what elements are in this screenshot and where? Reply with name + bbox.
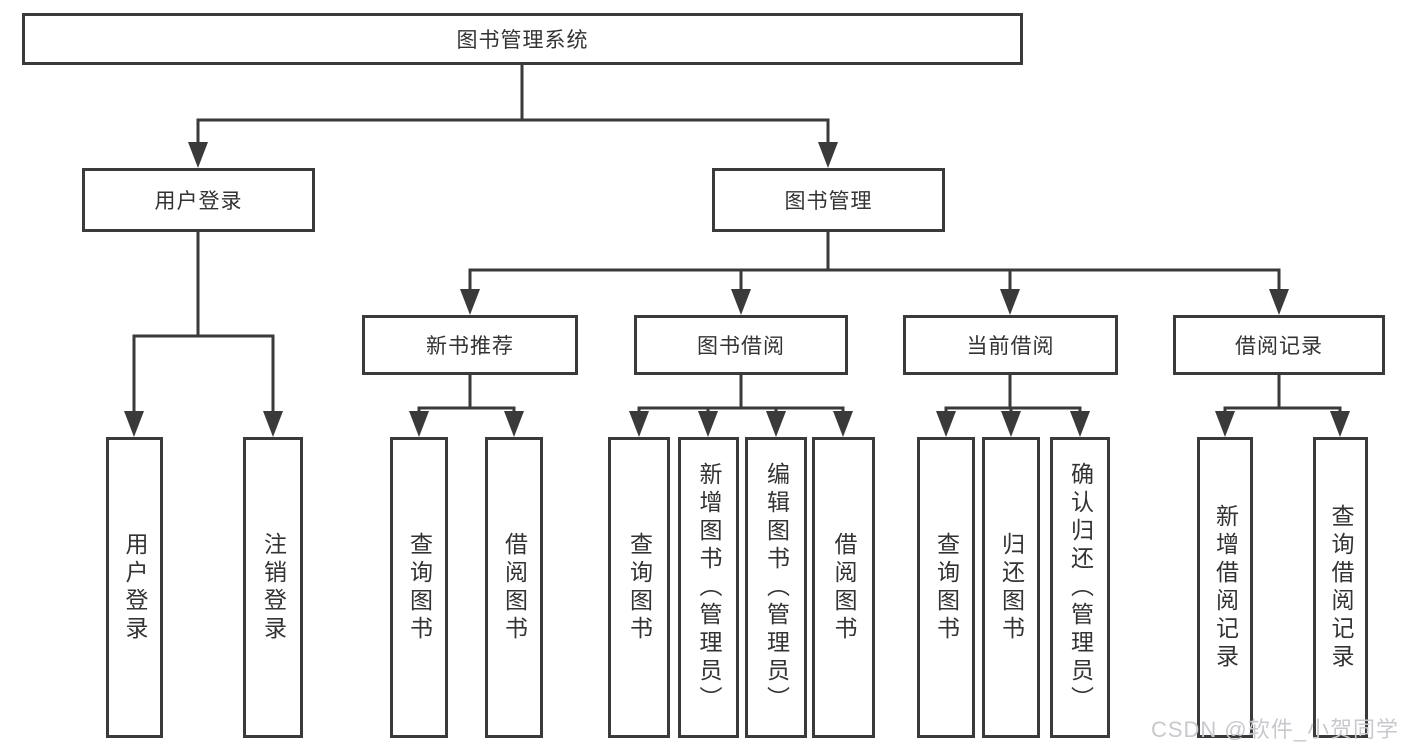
node-label: 图书借阅 — [697, 335, 785, 358]
node-label: 用户登录 — [154, 190, 243, 213]
node-label: 借阅图书 — [501, 531, 528, 644]
node-label: 借阅图书 — [831, 531, 857, 644]
node-label: 新增借阅记录 — [1212, 503, 1239, 672]
node-user-login-group: 用户登录 — [82, 168, 315, 232]
node-new-book-recommend: 新书推荐 — [362, 315, 578, 375]
leaf-query-books-2: 查询图书 — [608, 437, 670, 738]
leaf-add-book-admin: 新增图书（管理员） — [678, 437, 739, 738]
node-current-borrowing: 当前借阅 — [903, 315, 1118, 375]
node-label: 查询借阅记录 — [1328, 503, 1354, 672]
leaf-borrow-books-1: 借阅图书 — [485, 437, 543, 738]
node-label: 查询图书 — [933, 531, 960, 644]
leaf-add-borrow-record: 新增借阅记录 — [1197, 437, 1253, 738]
leaf-user-login: 用户登录 — [106, 437, 163, 738]
csdn-watermark: CSDN @软件_小贺同学 — [1150, 717, 1399, 742]
node-label: 当前借阅 — [966, 335, 1055, 358]
node-label: 归还图书 — [998, 531, 1025, 644]
node-borrow-records: 借阅记录 — [1173, 315, 1385, 375]
leaf-query-books-3: 查询图书 — [917, 437, 975, 738]
node-label: 确认归还（管理员） — [1067, 461, 1094, 714]
node-label: 用户登录 — [122, 531, 148, 644]
node-library-system: 图书管理系统 — [22, 13, 1023, 65]
leaf-borrow-books-2: 借阅图书 — [812, 437, 875, 738]
node-label: 编辑图书（管理员） — [763, 461, 790, 714]
node-label: 新增图书（管理员） — [696, 461, 722, 714]
node-label: 图书管理 — [784, 190, 873, 213]
node-label: 新书推荐 — [426, 335, 514, 358]
node-label: 注销登录 — [260, 531, 287, 644]
leaf-edit-book-admin: 编辑图书（管理员） — [745, 437, 807, 738]
leaf-query-books-1: 查询图书 — [390, 437, 448, 738]
node-book-borrowing: 图书借阅 — [634, 315, 848, 375]
node-label: 图书管理系统 — [456, 29, 589, 52]
leaf-return-books: 归还图书 — [982, 437, 1040, 738]
node-label: 查询图书 — [406, 531, 433, 644]
leaf-query-borrow-record: 查询借阅记录 — [1313, 437, 1368, 738]
leaf-confirm-return-admin: 确认归还（管理员） — [1050, 437, 1110, 738]
node-book-management: 图书管理 — [712, 168, 945, 232]
node-label: 借阅记录 — [1235, 335, 1323, 358]
leaf-logout: 注销登录 — [243, 437, 303, 738]
node-label: 查询图书 — [626, 531, 653, 644]
